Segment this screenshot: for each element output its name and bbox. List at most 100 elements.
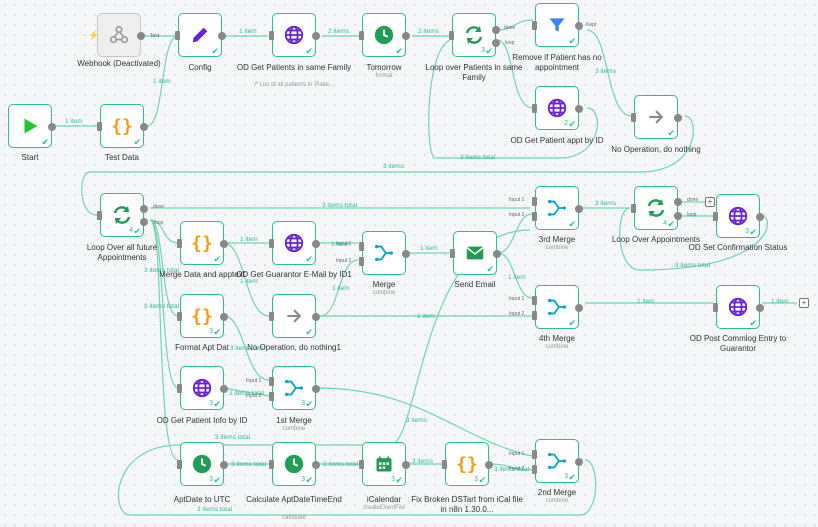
fix-dtstart-node[interactable]: {} 3✔ (442, 442, 493, 486)
success-check-icon: ✔ (133, 226, 141, 236)
edge-label: 3 items (595, 68, 616, 75)
node-note: /* List of all patients in 'Patie... (254, 82, 334, 88)
clock-icon (181, 443, 223, 485)
node-label: OD Get Patients in same Family (236, 63, 352, 72)
start-node[interactable]: ✔ (8, 104, 56, 148)
success-check-icon: ✔ (305, 327, 313, 337)
node-label: Start (21, 153, 39, 162)
first-merge-node[interactable]: 3✔ (269, 366, 320, 410)
run-count: 3 (209, 476, 213, 483)
pencil-icon (179, 14, 221, 56)
run-count: 3 (209, 400, 213, 407)
webhook-node[interactable] (97, 13, 145, 57)
add-node-button[interactable]: + (799, 298, 809, 308)
noop1-node[interactable]: ✔ (269, 294, 320, 338)
node-label: OD Set Confirmation Status (688, 243, 788, 252)
node-label: Remove if Patient has no appointment (512, 53, 602, 72)
arrow-right-icon (635, 96, 677, 138)
od-get-family-node[interactable]: ✔ (269, 13, 320, 57)
globe-icon (717, 195, 759, 237)
od-get-appt-node[interactable]: 2✔ (532, 86, 583, 130)
loop-future-node[interactable]: 4✔ (97, 193, 148, 237)
merge-data-node[interactable]: {} ✔ (177, 221, 228, 265)
code-braces-icon: {} (456, 453, 478, 475)
node-subtitle: combine (545, 498, 569, 504)
edge-label: 3 items (383, 163, 404, 170)
loop-family-node[interactable]: 3✔ (449, 13, 500, 57)
success-check-icon: ✔ (41, 137, 49, 147)
noop-node[interactable]: ✔ (631, 95, 682, 139)
edge-label: 3 items total (197, 506, 233, 513)
run-count: 3 (564, 473, 568, 480)
od-set-confirmation-node[interactable]: 3✔ (713, 194, 764, 238)
od-get-patient-info-node[interactable]: 3✔ (177, 366, 228, 410)
port-label: Input 2 (509, 466, 525, 472)
node-label: OD Post Commlog Entry to Guarantor (689, 334, 787, 353)
node-label: Merge (372, 280, 396, 289)
clock-icon (363, 14, 405, 56)
node-label: Merge Data and apptext (159, 270, 245, 279)
success-check-icon: ✔ (749, 318, 757, 328)
remove-if-node[interactable]: ✔ (532, 3, 583, 47)
third-merge-node[interactable]: ✔ (532, 186, 583, 230)
success-check-icon: ✔ (213, 475, 221, 485)
merge-node[interactable] (359, 231, 410, 275)
edge-label: 3 items total (230, 345, 266, 352)
node-label: 2nd Merge (537, 488, 577, 497)
config-node[interactable]: ✔ (175, 13, 226, 57)
edge-label: 3 items (412, 458, 433, 465)
node-subtitle: createEventFile (363, 505, 405, 511)
run-count: 3 (391, 476, 395, 483)
aptdate-utc-node[interactable]: 3✔ (177, 442, 228, 486)
fourth-merge-node[interactable]: ✔ (532, 285, 583, 329)
webhook-icon (98, 14, 140, 56)
node-subtitle: combine (372, 290, 396, 296)
node-label: Config (188, 63, 212, 72)
success-check-icon: ✔ (211, 46, 219, 56)
node-label: iCalendar (366, 495, 402, 504)
success-check-icon: ✔ (305, 254, 313, 264)
run-count: 4 (129, 227, 133, 234)
send-email-node[interactable]: ✔ (450, 231, 501, 275)
merge-icon (273, 367, 315, 409)
od-get-guarantor-node[interactable]: ✔ (269, 221, 320, 265)
play-icon (9, 105, 51, 147)
code-braces-icon: {} (191, 232, 213, 254)
icalendar-node[interactable]: 3✔ (359, 442, 410, 486)
success-check-icon: ✔ (213, 254, 221, 264)
success-check-icon: ✔ (305, 399, 313, 409)
run-count: 3 (474, 476, 478, 483)
port-label: done (153, 204, 165, 210)
run-count: 3 (745, 228, 749, 235)
success-check-icon: ✔ (568, 472, 576, 482)
success-check-icon: ✔ (667, 219, 675, 229)
merge-icon (536, 440, 578, 482)
node-label: No Operation, do nothing (611, 145, 701, 154)
loop-icon (635, 187, 677, 229)
port-label: done (504, 25, 516, 31)
tomorrow-node[interactable]: ✔ (359, 13, 410, 57)
add-node-button[interactable]: + (705, 197, 715, 207)
globe-icon (181, 367, 223, 409)
format-apt-node[interactable]: {} 3✔ (177, 294, 228, 338)
success-check-icon: ✔ (395, 475, 403, 485)
success-check-icon: ✔ (568, 318, 576, 328)
node-subtitle: combine (282, 426, 306, 432)
second-merge-node[interactable]: 3✔ (532, 439, 583, 483)
success-check-icon: ✔ (667, 128, 675, 138)
loop-appointments-node[interactable]: 4✔ (631, 186, 682, 230)
port-label: Kept (586, 22, 597, 28)
calculate-node[interactable]: 3✔ (269, 442, 320, 486)
edge-label: 1 item (239, 28, 257, 35)
od-post-commlog-node[interactable]: ✔ (713, 285, 764, 329)
edge-label: 1 item (771, 298, 789, 305)
success-check-icon: ✔ (305, 46, 313, 56)
test-data-node[interactable]: {} ✔ (97, 104, 148, 148)
code-braces-icon: {} (191, 305, 213, 327)
port-label: Input 2 (509, 311, 525, 317)
port-label: loop (154, 220, 164, 226)
edge-label: 1 item (332, 285, 350, 292)
node-label: Tomorrow (366, 63, 402, 72)
